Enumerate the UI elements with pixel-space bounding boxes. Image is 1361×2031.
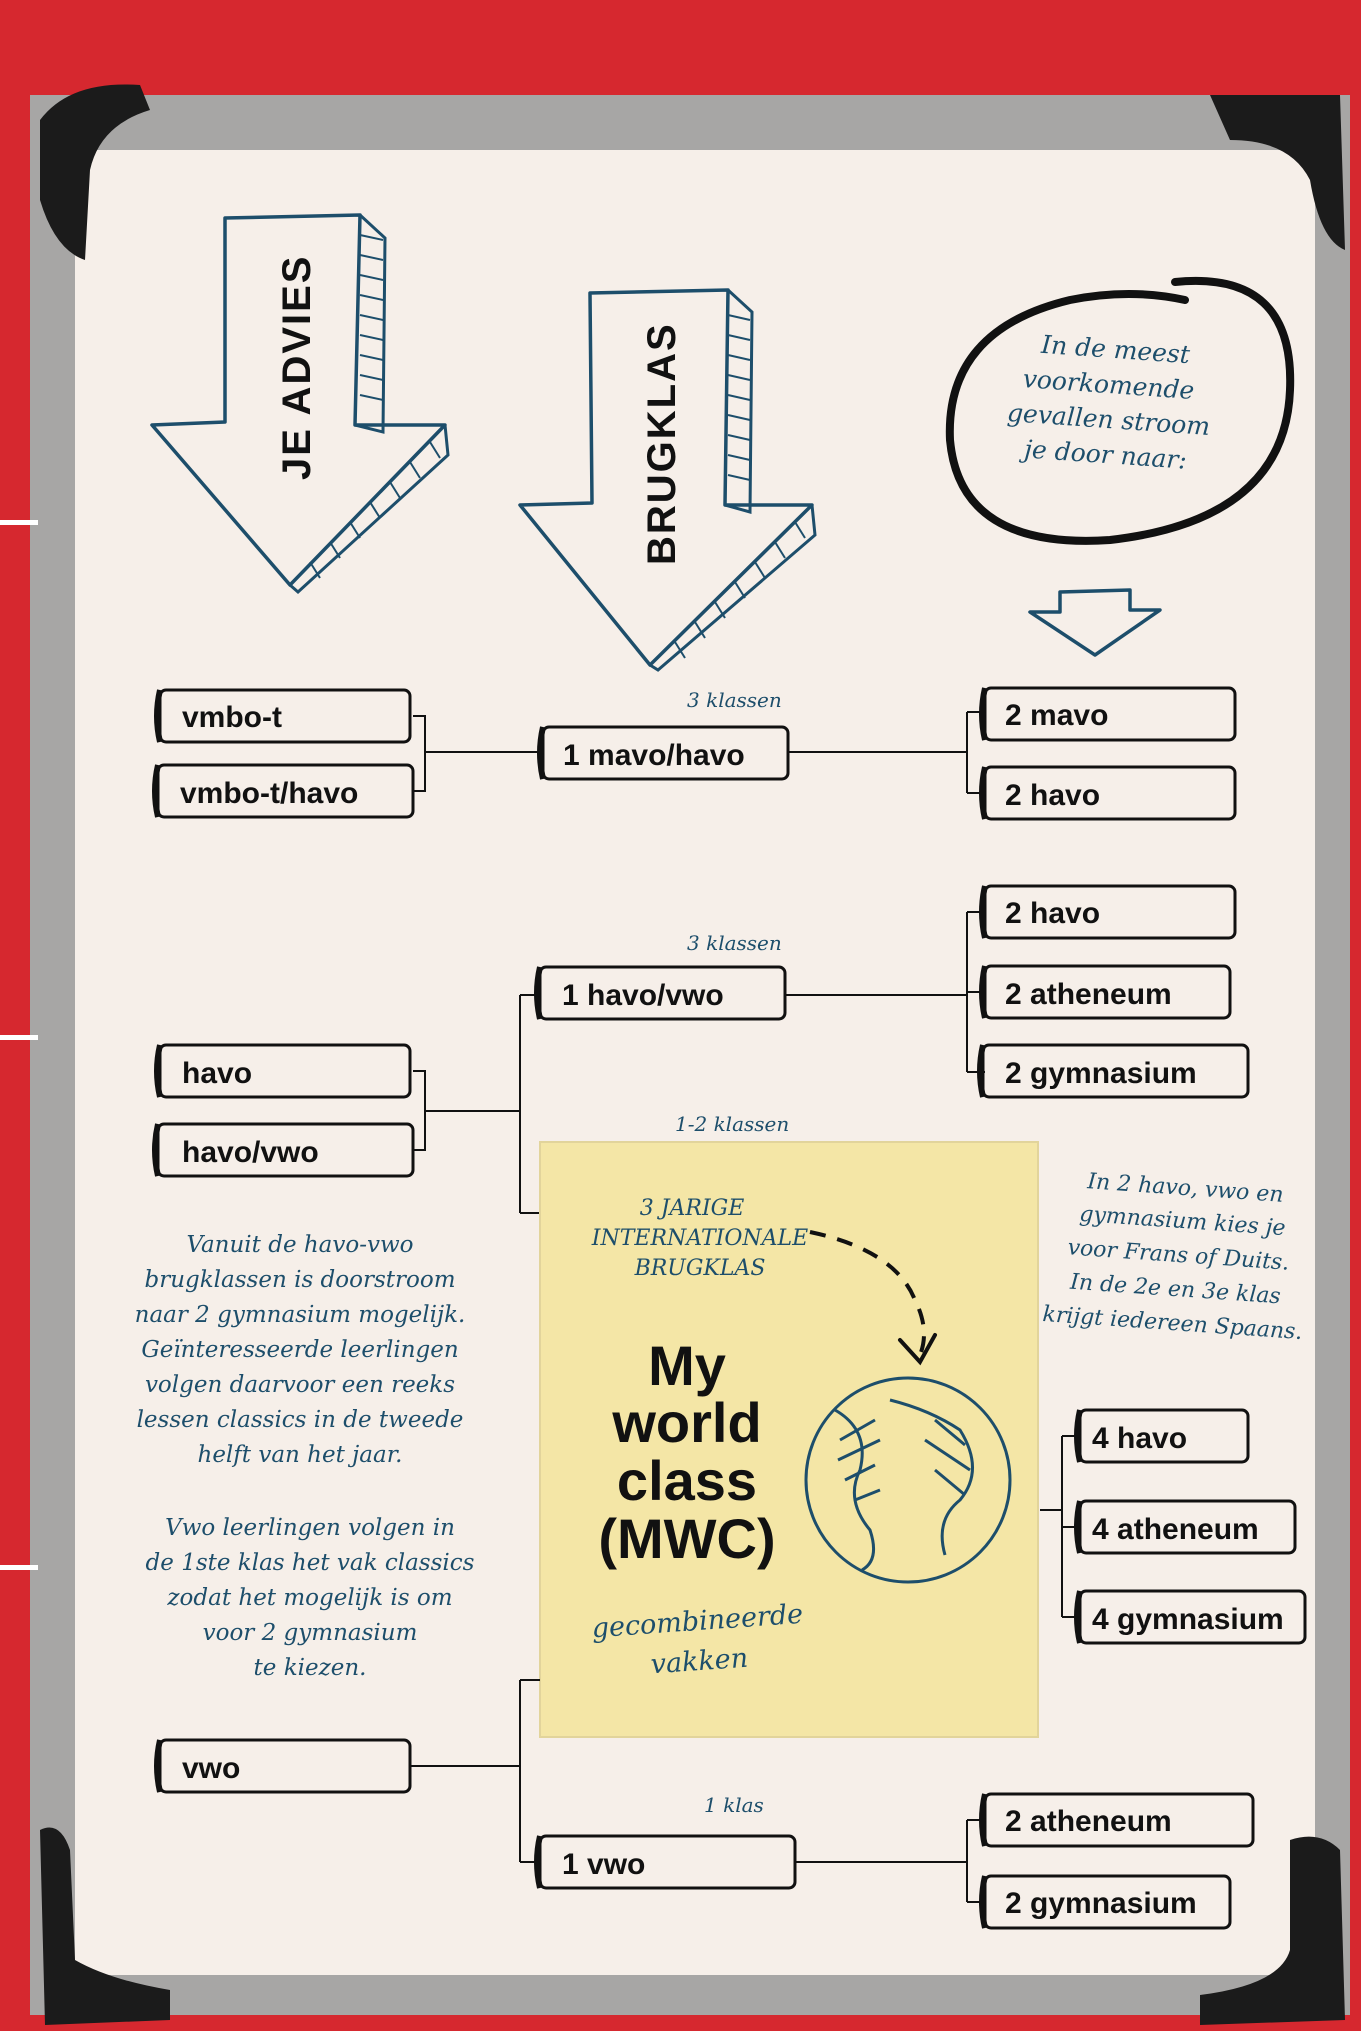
result-box: 2 gymnasium [1005,1887,1197,1920]
callout-line: je door naar: [1018,434,1187,475]
mwc-results: 4 havo 4 atheneum 4 gymnasium [1040,1408,1307,1645]
brugklas-arrow-label: BRUGKLAS [640,322,684,565]
advice-box: vmbo-t [182,701,282,734]
callout-bubble: In de meest voorkomende gevallen stroom … [945,276,1295,545]
count-label: 1-2 klassen [675,1112,789,1136]
result-box: 4 havo [1092,1422,1187,1455]
mwc-sticky-note: 3 JARIGE INTERNATIONALE BRUGKLAS My worl… [539,1141,1039,1738]
left-note-line: zodat het mogelijk is om [166,1585,452,1611]
left-note-line: Vwo leerlingen volgen in [165,1515,455,1541]
result-box: 2 gymnasium [1005,1057,1197,1090]
left-note-line: te kiezen. [254,1655,367,1681]
advice-arrow: JE ADVIES [150,213,450,595]
left-note-2: Vwo leerlingen volgen in de 1ste klas he… [146,1515,475,1681]
mwc-title: class [617,1449,757,1512]
corner-marks [40,84,1345,2025]
globe-icon [804,1376,1012,1584]
callout-line: In de meest [1039,330,1191,369]
brugklas-box: 1 mavo/havo [563,739,745,772]
advice-arrow-label: JE ADVIES [275,255,319,480]
right-note: In 2 havo, vwo en gymnasium kies je voor… [1042,1169,1303,1345]
right-note-line: gymnasium kies je [1079,1202,1287,1241]
callout-line: voorkomende [1022,364,1195,405]
left-note-line: naar 2 gymnasium mogelijk. [135,1302,466,1328]
brugklas-box: 1 vwo [562,1848,645,1881]
mwc-footer: vakken [650,1643,749,1681]
right-note-line: In 2 havo, vwo en [1086,1169,1285,1208]
count-label: 1 klas [704,1793,764,1817]
count-label: 3 klassen [687,931,782,955]
advice-box: vmbo-t/havo [180,777,358,810]
result-box: 4 atheneum [1092,1513,1259,1546]
left-note-line: lessen classics in de tweede [137,1407,464,1433]
left-note-line: Geïnteresseerde leerlingen [141,1337,458,1363]
brugklas-arrow: BRUGKLAS [518,288,817,672]
stripe [0,1565,38,1570]
advice-box: vwo [182,1752,240,1785]
mwc-subtitle: INTERNATIONALE [591,1226,808,1251]
brugklas-box: 1 havo/vwo [562,979,724,1012]
left-note-line: brugklassen is doorstroom [144,1267,455,1293]
result-box: 2 havo [1005,897,1100,930]
result-box: 2 mavo [1005,699,1108,732]
result-box: 2 havo [1005,779,1100,812]
left-note-line: helft van het jaar. [198,1442,403,1468]
right-note-line: In de 2e en 3e klas [1068,1270,1281,1310]
right-note-line: voor Frans of Duits. [1067,1235,1290,1275]
result-box: 2 atheneum [1005,1805,1172,1838]
left-note-line: Vanuit de havo-vwo [186,1232,413,1258]
advice-box: havo/vwo [182,1136,319,1169]
left-note-1: Vanuit de havo-vwo brugklassen is doorst… [135,1232,466,1468]
left-note-line: voor 2 gymnasium [203,1620,418,1646]
count-label: 3 klassen [687,688,782,712]
stripe [0,520,38,525]
result-box: 2 atheneum [1005,978,1172,1011]
advice-box: havo [182,1057,252,1090]
mwc-subtitle: BRUGKLAS [634,1256,766,1281]
down-arrow-icon [1028,588,1162,657]
stripe [0,1035,38,1040]
mwc-title: (MWC) [598,1507,775,1570]
result-box: 4 gymnasium [1092,1603,1284,1636]
mwc-title: world [611,1391,761,1454]
row-mavo-havo: vmbo-t vmbo-t/havo 3 klassen 1 mavo/havo… [152,686,1237,821]
row-havo-vwo: havo havo/vwo 3 klassen 1 havo/vwo 2 hav… [152,884,1250,1214]
mwc-title: My [648,1334,726,1397]
left-note-line: volgen daarvoor een reeks [145,1372,455,1398]
row-vwo: vwo 1 klas 1 vwo 2 atheneum 2 gymnasium [154,1679,1255,1930]
mwc-subtitle: 3 JARIGE [640,1196,745,1221]
left-note-line: de 1ste klas het vak classics [146,1550,475,1576]
right-note-line: krijgt iedereen Spaans. [1042,1302,1303,1345]
